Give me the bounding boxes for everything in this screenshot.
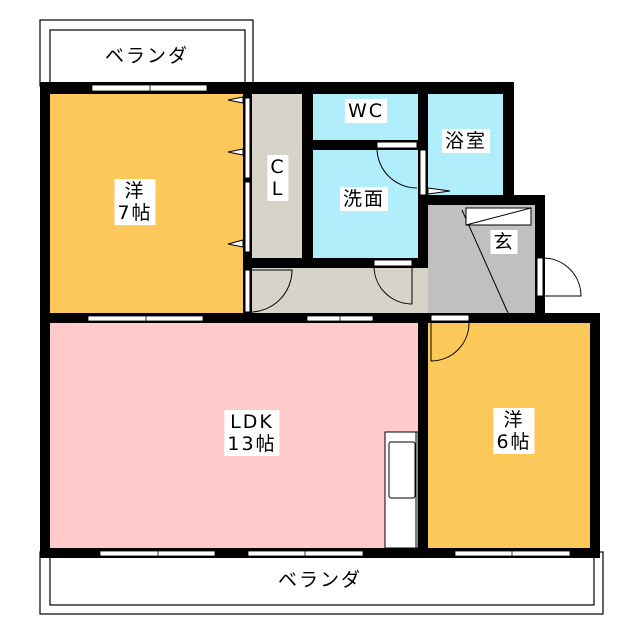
corridor <box>252 268 428 313</box>
closet-line2: L <box>271 178 285 200</box>
label-washroom: 洗面 <box>339 187 389 211</box>
room-size: 7帖 <box>117 202 153 224</box>
room-size: 13帖 <box>227 433 277 455</box>
balcony-top <box>39 19 254 87</box>
closet-line1: C <box>270 156 286 178</box>
room-type: 洋 <box>503 409 525 431</box>
room-type: 洋 <box>124 180 146 202</box>
windows <box>87 83 571 557</box>
room-type: LDK <box>230 411 274 433</box>
room-size: 6帖 <box>496 431 532 453</box>
label-bath: 浴室 <box>441 129 491 153</box>
label-balcony-bottom: ベランダ <box>277 569 363 591</box>
label-balcony-top: ベランダ <box>104 45 190 67</box>
kitchen-counter <box>384 431 419 549</box>
label-wc: WC <box>344 99 388 123</box>
label-entrance: 玄 <box>490 230 518 254</box>
doors <box>227 96 582 362</box>
